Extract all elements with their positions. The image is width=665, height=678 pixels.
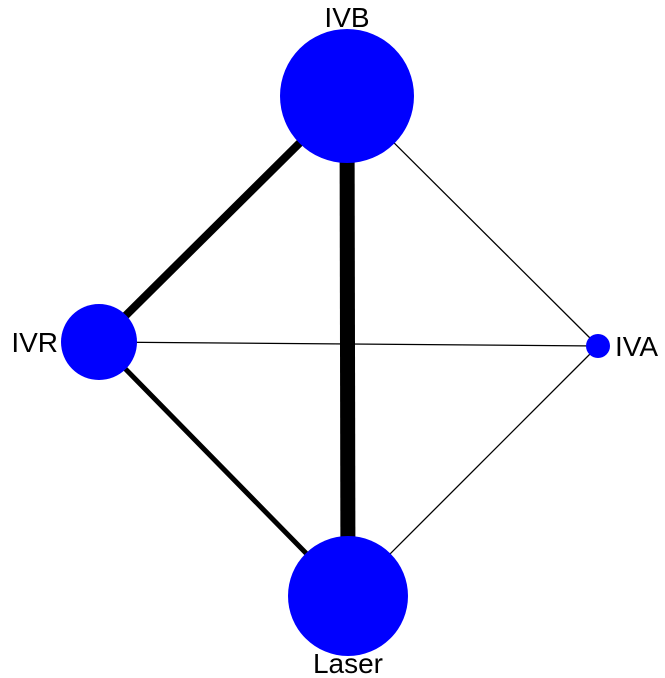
node-ivb	[280, 29, 414, 163]
node-label-laser: Laser	[313, 648, 383, 678]
node-label-iva: IVA	[615, 331, 658, 362]
node-label-ivr: IVR	[11, 327, 58, 358]
node-label-ivb: IVB	[324, 2, 369, 33]
edge-ivr-iva	[98, 341, 599, 347]
node-laser	[288, 536, 408, 656]
edge-ivb-laser	[339, 95, 356, 597]
node-ivr	[61, 304, 137, 380]
node-iva	[586, 334, 610, 358]
